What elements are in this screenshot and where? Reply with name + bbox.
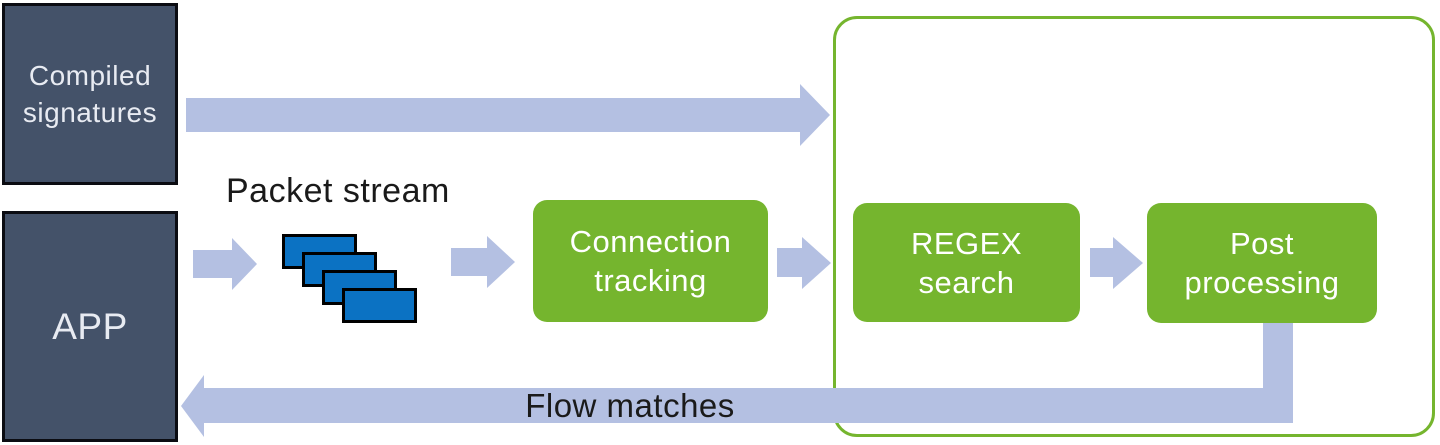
post-processing-box: Post processing: [1147, 203, 1377, 323]
signatures-arrow-shaft: [186, 98, 800, 132]
pipeline-group-outline: [833, 16, 1435, 437]
flow-matches-label: Flow matches: [525, 387, 735, 424]
connection-tracking-box: Connection tracking: [533, 200, 768, 322]
connection-tracking-label: Connection tracking: [569, 224, 732, 298]
app-to-packets-arrow-shaft: [193, 250, 232, 278]
packet-icon: [342, 288, 417, 323]
flow-matches-arrow-shaft: [204, 388, 1293, 423]
connection-to-regex-arrow-head-icon: [802, 237, 831, 289]
packets-to-connection-arrow-shaft: [451, 248, 487, 276]
signatures-arrow-head-icon: [800, 84, 830, 146]
regex-search-label: REGEX search: [910, 225, 1023, 300]
packets-to-connection-arrow-head-icon: [487, 236, 515, 288]
compiled-signatures-box: Compiled signatures: [2, 3, 178, 185]
app-to-packets-arrow-head-icon: [232, 238, 257, 290]
regex-search-box: REGEX search: [853, 203, 1080, 322]
packet-stream-label: Packet stream: [226, 172, 450, 210]
regex-to-post-arrow-head-icon: [1113, 237, 1143, 289]
app-label: APP: [52, 305, 128, 347]
post-processing-label: Post processing: [1184, 226, 1340, 300]
compiled-signatures-label: Compiled signatures: [22, 60, 158, 128]
packet-stack: [282, 234, 422, 329]
flow-matches-arrow-head-icon: [181, 375, 204, 437]
connection-to-regex-arrow-shaft: [777, 248, 802, 277]
regex-to-post-arrow-shaft: [1090, 248, 1113, 277]
app-box: APP: [2, 211, 178, 442]
